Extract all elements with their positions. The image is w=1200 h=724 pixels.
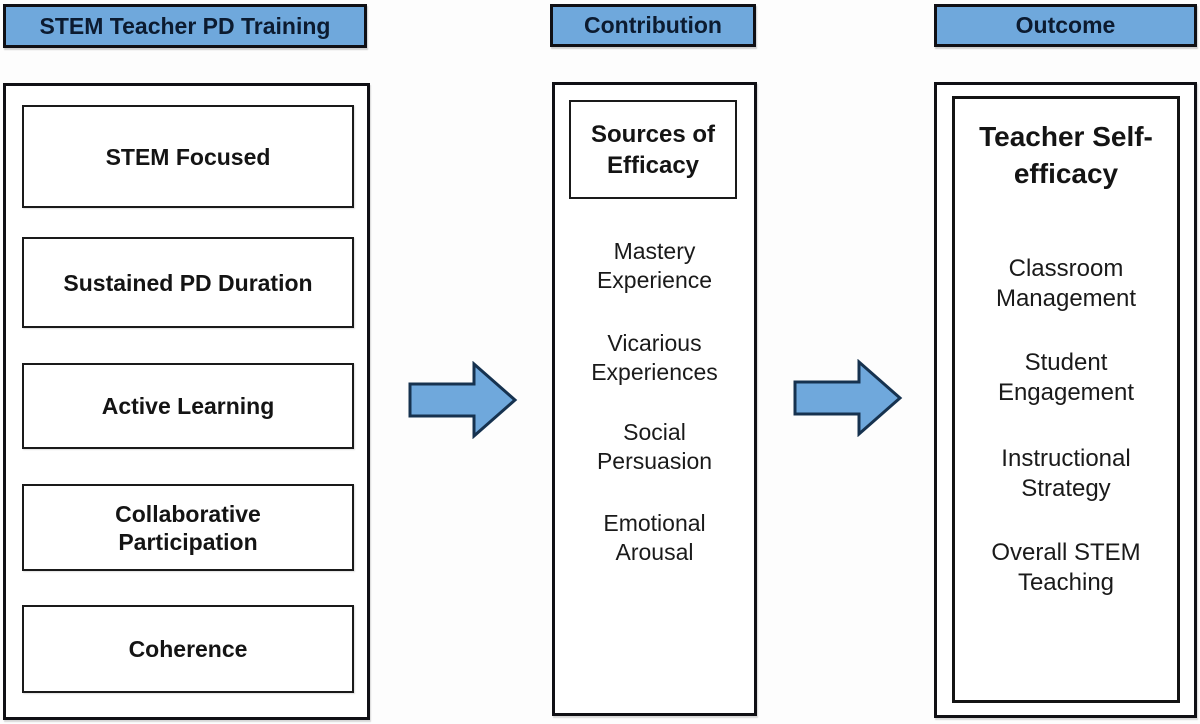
arrow-right-shape [408, 361, 518, 439]
contribution-item-vicarious-experiences: Vicarious Experiences [591, 330, 718, 385]
contribution-item-social-persuasion: Social Persuasion [596, 419, 713, 474]
outcome-column-box: Teacher Self-efficacy Classroom Manageme… [934, 82, 1197, 718]
sources-of-efficacy-box: Sources of Efficacy [569, 100, 737, 199]
contribution-item-emotional-arousal: Emotional Arousal [603, 510, 706, 565]
training-column-box: STEM Focused Sustained PD Duration Activ… [3, 83, 370, 720]
sources-of-efficacy-title: Sources of Efficacy [590, 120, 716, 179]
arrow-right-shape [793, 359, 903, 437]
outcome-item-student-engagement: Student Engagement [997, 349, 1135, 406]
training-item-box-collaborative-participation: Collaborative Participation [22, 484, 354, 571]
arrow-right-icon [408, 361, 518, 439]
teacher-self-efficacy-title: Teacher Self-efficacy [979, 121, 1153, 189]
training-item-label: Coherence [128, 636, 248, 662]
training-item-box-active-learning: Active Learning [22, 363, 354, 449]
training-item-box-stem-focused: STEM Focused [22, 105, 354, 208]
outcome-item-classroom-management: Classroom Management [995, 255, 1137, 312]
outcome-inner-box: Teacher Self-efficacy Classroom Manageme… [952, 96, 1180, 703]
outcome-item-overall-stem-teaching: Overall STEM Teaching [991, 539, 1141, 596]
training-item-label: Collaborative Participation [115, 500, 261, 555]
training-item-label: STEM Focused [105, 143, 271, 170]
contribution-item-mastery-experience: Mastery Experience [596, 238, 713, 293]
outcome-item-instructional-strategy: Instructional Strategy [1001, 445, 1131, 502]
header-contribution: Contribution [550, 4, 756, 47]
training-item-box-coherence: Coherence [22, 605, 354, 693]
training-item-label: Active Learning [101, 393, 275, 419]
header-outcome: Outcome [934, 4, 1197, 47]
arrow-right-icon [793, 359, 903, 437]
training-item-box-sustained-pd-duration: Sustained PD Duration [22, 237, 354, 328]
training-item-label: Sustained PD Duration [63, 269, 313, 296]
header-stem-teacher-pd-training: STEM Teacher PD Training [3, 4, 367, 48]
contribution-column-box: Sources of Efficacy Mastery Experience V… [552, 82, 757, 716]
